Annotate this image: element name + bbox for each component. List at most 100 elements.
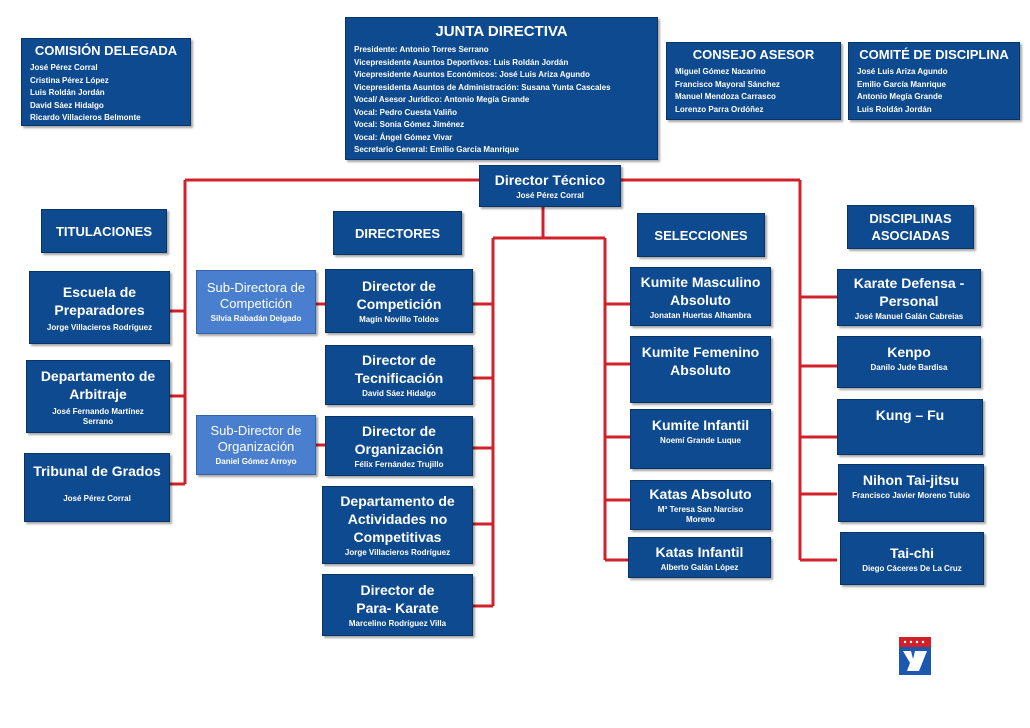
member: Antonio Megía Grande bbox=[857, 92, 943, 101]
header-directores: DIRECTORES bbox=[333, 211, 462, 255]
member: Vocal/ Asesor Jurídico: Antonio Megía Gr… bbox=[354, 95, 530, 104]
box-title: Katas Infantil bbox=[655, 543, 744, 560]
consejo-asesor-box: CONSEJO ASESOR Miguel Gómez Nacarino Fra… bbox=[666, 42, 841, 120]
member: Vocal: Ángel Gómez Vivar bbox=[354, 132, 453, 142]
director-tecnico-name: José Pérez Corral bbox=[516, 191, 584, 200]
member: Luis Roldán Jordán bbox=[857, 104, 932, 114]
member: David Sáez Hidalgo bbox=[30, 100, 104, 110]
box-name: Jorge Villacieros Rodríguez bbox=[46, 322, 153, 332]
box-title: Karate Defensa - Personal bbox=[853, 274, 965, 309]
director-box: Director de Tecnificación David Sáez Hid… bbox=[325, 345, 473, 405]
box-name: Mª Teresa San Narciso Moreno bbox=[657, 505, 744, 524]
box-name: Félix Fernández Trujillo bbox=[354, 460, 444, 469]
member: Secretario General: Emilio García Manriq… bbox=[354, 145, 519, 154]
header-selecciones: SELECCIONES bbox=[637, 213, 765, 257]
box-title: Nihon Tai-jitsu bbox=[862, 472, 960, 488]
member: José Pérez Corral bbox=[30, 63, 98, 72]
comision-delegada-title: COMISIÓN DELEGADA bbox=[34, 43, 178, 58]
box-title: Director de Competición bbox=[356, 278, 442, 312]
box-title: Director de Tecnificación bbox=[354, 352, 444, 386]
member: Luis Roldán Jordán bbox=[30, 88, 105, 97]
member: Vocal: Pedro Cuesta Valiño bbox=[354, 107, 457, 117]
titulacion-box: Departamento de Arbitraje José Fernando … bbox=[26, 360, 170, 433]
box-name: Marcelino Rodríguez Villa bbox=[348, 619, 447, 628]
box-name: Magín Novillo Toldos bbox=[359, 315, 439, 324]
box-name: Alberto Galán López bbox=[660, 562, 739, 572]
director-box: Departamento de Actividades no Competiti… bbox=[322, 486, 473, 564]
comite-disciplina-title: COMITÉ DE DISCIPLINA bbox=[859, 47, 1009, 62]
federation-logo-icon bbox=[899, 637, 931, 675]
box-title: Director de Organización bbox=[354, 423, 444, 457]
box-name: José Fernando Martínez Serrano bbox=[52, 406, 144, 426]
disciplina-box: Tai-chi Diego Cáceres De La Cruz bbox=[840, 532, 984, 585]
seleccion-box: Katas Absoluto Mª Teresa San Narciso Mor… bbox=[630, 480, 771, 530]
box-title: Director de Para- Karate bbox=[356, 582, 439, 616]
member: Vicepresidenta Asuntos de Administración… bbox=[354, 82, 611, 92]
director-tecnico-title: Director Técnico bbox=[494, 172, 606, 188]
subdirector-box: Sub-Directora de Competición Silvia Raba… bbox=[196, 270, 316, 334]
box-title: Departamento de Actividades no Competiti… bbox=[340, 493, 455, 545]
box-name: Silvia Rabadán Delgado bbox=[210, 314, 302, 323]
seleccion-box: Kumite Femenino Absoluto bbox=[630, 336, 771, 403]
box-name: Jonatan Huertas Alhambra bbox=[649, 310, 752, 320]
director-box: Director de Competición Magín Novillo To… bbox=[325, 269, 473, 333]
disciplina-box: Kung – Fu bbox=[837, 399, 983, 455]
box-name: Diego Cáceres De La Cruz bbox=[862, 563, 962, 573]
member: Miguel Gómez Nacarino bbox=[675, 67, 766, 76]
member: Lorenzo Parra Ordóñez bbox=[675, 104, 764, 114]
member: Presidente: Antonio Torres Serrano bbox=[354, 45, 489, 54]
box-title: Tribunal de Grados bbox=[33, 463, 161, 479]
member: Manuel Mendoza Carrasco bbox=[675, 92, 776, 101]
disciplina-box: Nihon Tai-jitsu Francisco Javier Moreno … bbox=[838, 464, 984, 522]
header-selecciones-label: SELECCIONES bbox=[654, 227, 748, 243]
box-title: Departamento de Arbitraje bbox=[40, 367, 156, 402]
box-title: Tai-chi bbox=[889, 544, 935, 561]
box-name: José Pérez Corral bbox=[63, 494, 131, 503]
box-title: Kumite Infantil bbox=[651, 417, 750, 433]
comision-delegada-box: COMISIÓN DELEGADA José Pérez Corral Cris… bbox=[21, 38, 191, 126]
titulacion-box: Tribunal de Grados José Pérez Corral bbox=[24, 453, 170, 522]
member: Ricardo Villacieros Belmonte bbox=[30, 113, 141, 122]
box-name: Daniel Gómez Arroyo bbox=[215, 457, 297, 466]
seleccion-box: Katas Infantil Alberto Galán López bbox=[628, 537, 771, 578]
box-title: Katas Absoluto bbox=[649, 486, 752, 502]
director-box: Director de Para- Karate Marcelino Rodrí… bbox=[322, 574, 473, 636]
seleccion-box: Kumite Infantil Noemí Grande Luque bbox=[630, 409, 771, 469]
member: Emilio García Manrique bbox=[857, 79, 946, 89]
disciplina-box: Karate Defensa - Personal José Manuel Ga… bbox=[837, 269, 981, 326]
member: Cristina Pérez López bbox=[30, 75, 109, 85]
box-name: David Sáez Hidalgo bbox=[362, 389, 436, 398]
director-box: Director de Organización Félix Fernández… bbox=[325, 416, 473, 476]
header-titulaciones-label: TITULACIONES bbox=[55, 223, 153, 239]
member: Vocal: Sonia Gómez Jiménez bbox=[354, 120, 465, 129]
box-title: Kumite Masculino Absoluto bbox=[640, 273, 761, 308]
box-title: Sub-Director de Organización bbox=[210, 423, 302, 454]
member: Francisco Mayoral Sánchez bbox=[675, 79, 780, 89]
box-name: Jorge Villacieros Rodríguez bbox=[344, 548, 451, 557]
header-directores-label: DIRECTORES bbox=[355, 225, 440, 241]
junta-directiva-title: JUNTA DIRECTIVA bbox=[435, 23, 568, 40]
box-title: Escuela de Preparadores bbox=[54, 283, 145, 318]
member: José Luis Ariza Agundo bbox=[857, 67, 948, 76]
titulacion-box: Escuela de Preparadores Jorge Villaciero… bbox=[29, 271, 170, 344]
box-name: Francisco Javier Moreno Tubío bbox=[852, 491, 970, 500]
header-disciplinas-label: DISCIPLINAS ASOCIADAS bbox=[869, 211, 952, 243]
consejo-asesor-title: CONSEJO ASESOR bbox=[692, 47, 815, 62]
comite-disciplina-box: COMITÉ DE DISCIPLINA José Luis Ariza Agu… bbox=[848, 42, 1020, 120]
box-name: Noemí Grande Luque bbox=[660, 436, 741, 445]
header-titulaciones: TITULACIONES bbox=[41, 209, 167, 253]
header-disciplinas: DISCIPLINAS ASOCIADAS bbox=[847, 205, 974, 249]
box-name: José Manuel Galán Cabreias bbox=[854, 311, 964, 321]
seleccion-box: Kumite Masculino Absoluto Jonatan Huerta… bbox=[630, 267, 771, 326]
disciplina-box: Kenpo Danilo Jude Bardisa bbox=[837, 336, 981, 388]
box-name: Danilo Jude Bardisa bbox=[870, 363, 948, 372]
box-title: Sub-Directora de Competición bbox=[206, 280, 306, 311]
member: Vicepresidente Asuntos Deportivos: Luis … bbox=[354, 57, 569, 67]
box-title: Kung – Fu bbox=[875, 407, 945, 423]
member: Vicepresidente Asuntos Económicos: José … bbox=[354, 70, 590, 79]
director-tecnico-box: Director Técnico José Pérez Corral bbox=[479, 165, 621, 207]
subdirector-box: Sub-Director de Organización Daniel Góme… bbox=[196, 415, 316, 475]
box-title: Kenpo bbox=[887, 344, 931, 360]
junta-directiva-box: JUNTA DIRECTIVA Presidente: Antonio Torr… bbox=[345, 17, 658, 160]
